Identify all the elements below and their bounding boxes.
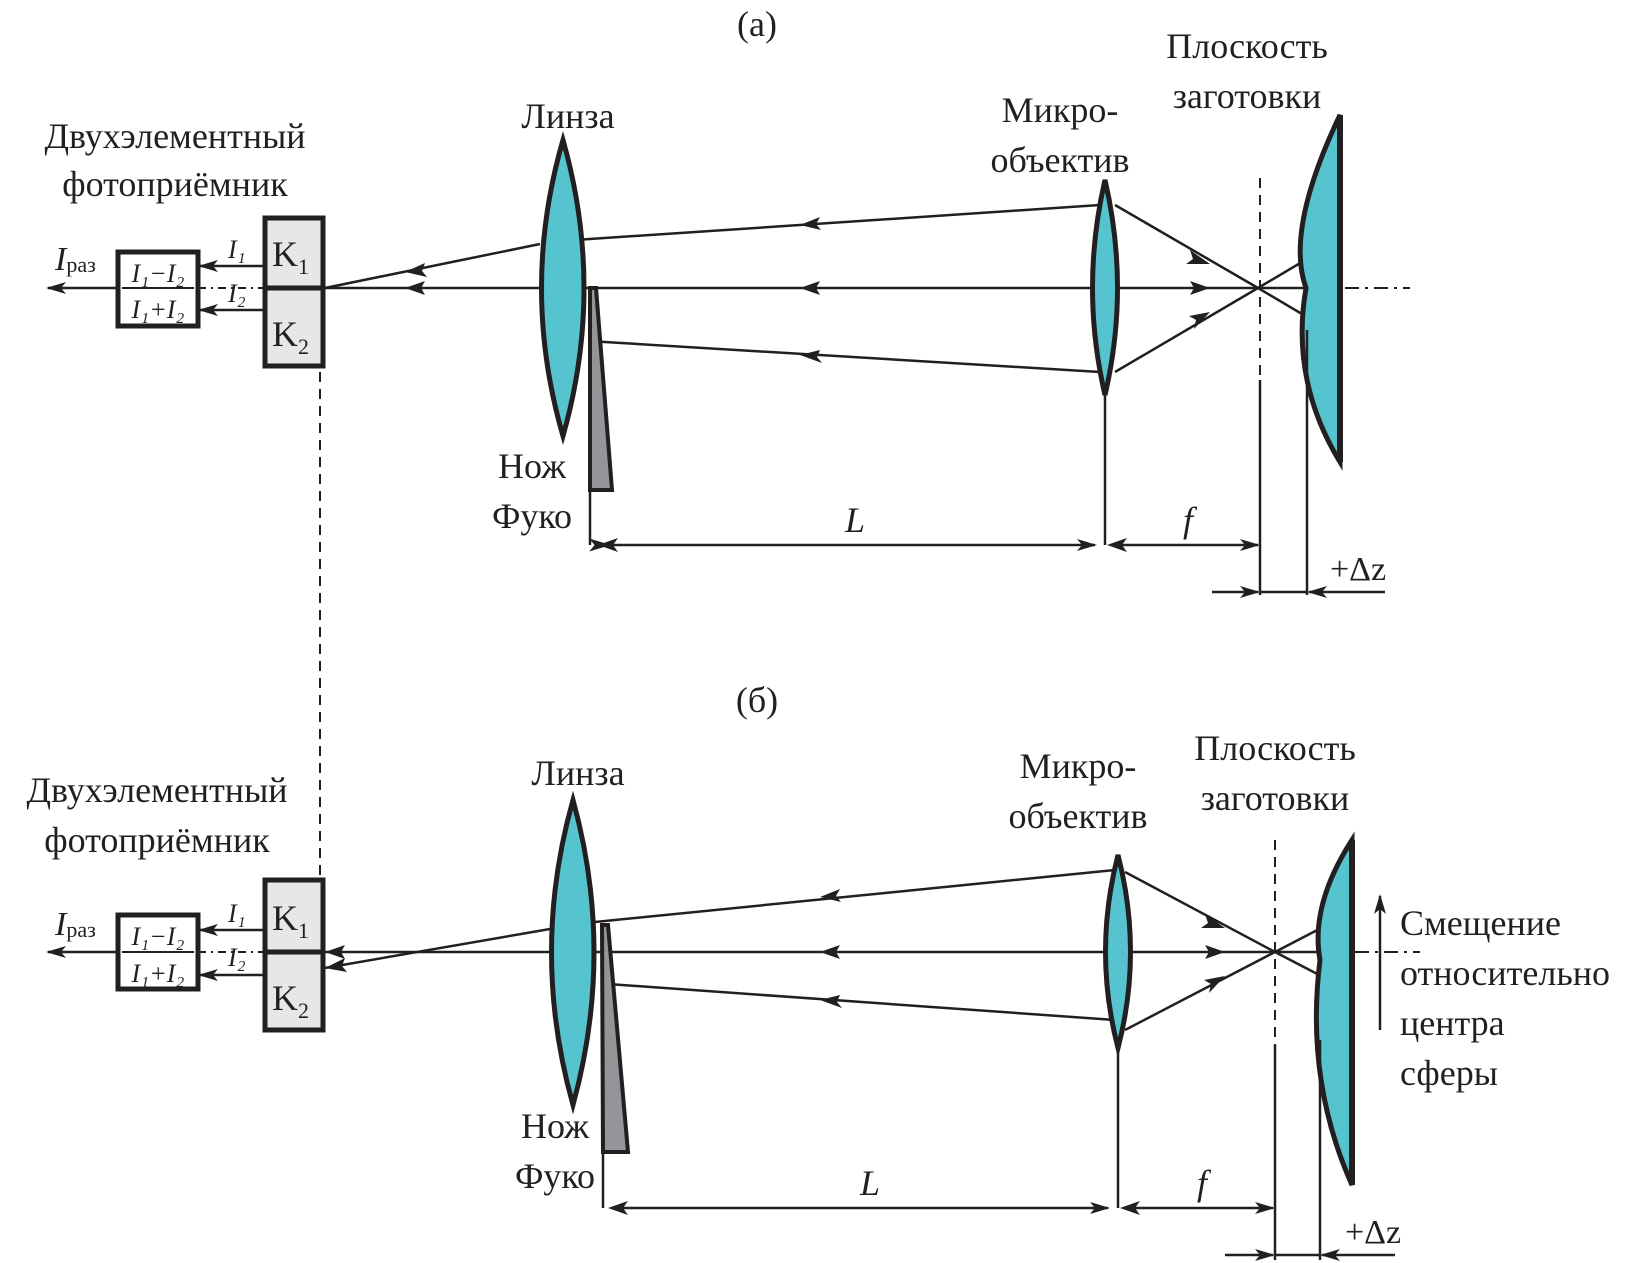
workpiece-label-line2: заготовки — [1201, 778, 1350, 818]
knife-label-line1: Нож — [498, 446, 567, 486]
formula-numerator: I₁−I₂ — [131, 922, 185, 951]
arrow-icon — [1186, 250, 1210, 264]
workpiece-spherical-surface — [1297, 113, 1343, 471]
signal-i1-label: I₁ — [227, 235, 246, 264]
ray-lower-return — [607, 982, 1116, 1022]
arrow-icon — [1190, 281, 1210, 295]
objective-label-line2: объектив — [990, 140, 1129, 180]
ray-focus-lower — [1124, 924, 1326, 1032]
dimension-dz-label: +Δz — [1345, 1214, 1401, 1251]
detector-label-line2: фотоприёмник — [62, 164, 288, 204]
displacement-label-line1: Смещение — [1400, 903, 1561, 943]
arrow-icon — [820, 995, 842, 1008]
detector-label-line1: Двухэлементный — [26, 770, 287, 810]
ray-lower-return — [587, 339, 1101, 374]
arrow-icon — [1204, 976, 1225, 993]
arrow-icon — [1201, 914, 1225, 928]
micro-objective-lens — [1090, 179, 1120, 396]
arrow-icon — [1189, 312, 1210, 329]
arrow-icon — [800, 217, 821, 230]
dimension-f-label: f — [1197, 1163, 1212, 1203]
detector-label-line2: фотоприёмник — [44, 820, 270, 860]
cell-k1-label: K1 — [272, 234, 309, 279]
dimension-f-label: f — [1183, 500, 1198, 540]
cell-k2-label: K2 — [272, 314, 309, 359]
knife-label-line2: Фуко — [492, 496, 572, 536]
objective-label-line1: Микро- — [1002, 90, 1119, 130]
arrow-icon — [820, 945, 840, 959]
arrow-icon — [800, 350, 822, 363]
ray-upper-return — [584, 868, 1116, 925]
lens-label: Линза — [521, 96, 614, 136]
foucault-knife — [588, 286, 615, 492]
output-label: Iраз — [54, 241, 96, 278]
lens-label: Линза — [531, 753, 624, 793]
arrow-icon — [800, 281, 820, 295]
formula-numerator: I₁−I₂ — [131, 259, 185, 288]
displacement-label-line2: относительно — [1400, 953, 1610, 993]
dimension-L-label: L — [859, 1163, 880, 1203]
cell-k2-label: K2 — [272, 978, 309, 1023]
main-lens — [549, 790, 597, 1115]
ray-focus-upper — [1124, 870, 1326, 980]
detector-cell-k1 — [262, 877, 326, 955]
workpiece-label-line1: Плоскость — [1194, 728, 1356, 768]
workpiece-label-line2: заготовки — [1173, 76, 1322, 116]
objective-label-line1: Микро- — [1020, 746, 1137, 786]
arrow-icon — [325, 945, 345, 959]
objective-label-line2: объектив — [1008, 796, 1147, 836]
signal-i1-label: I₁ — [227, 899, 246, 928]
workpiece-label-line1: Плоскость — [1166, 26, 1328, 66]
arrow-icon — [598, 538, 618, 552]
arrow-icon — [1205, 945, 1225, 959]
knife-label-line2: Фуко — [515, 1156, 595, 1196]
detector-cell-k2 — [262, 285, 326, 369]
arrow-icon — [820, 889, 841, 902]
panel-caption: (б) — [736, 680, 778, 720]
ray-lens-to-detector — [324, 927, 551, 970]
arrow-icon — [1107, 538, 1127, 552]
displacement-label-line4: сферы — [1400, 1053, 1498, 1093]
foucault-knife — [599, 923, 631, 1154]
displacement-label-line3: центра — [1400, 1003, 1505, 1043]
panel-b: (б) Двухэлементный фотоприёмник Линза Ми… — [26, 680, 1610, 1261]
ray-upper-return — [574, 203, 1101, 242]
panel-caption: (а) — [737, 4, 777, 44]
ray-focus-upper — [1114, 203, 1308, 319]
signal-i2-label: I₂ — [227, 279, 246, 308]
detector-cell-k2 — [262, 949, 326, 1033]
signal-i2-label: I₂ — [227, 943, 246, 972]
arrow-icon — [325, 958, 347, 972]
ray-lens-to-detector — [324, 242, 541, 290]
arrow-icon — [608, 1201, 628, 1215]
arrow-icon — [405, 281, 425, 295]
arrow-icon — [1120, 1201, 1140, 1215]
detector-label-line1: Двухэлементный — [44, 116, 305, 156]
panel-a: (а) Двухэлементный фотоприёмник Линза Ми… — [44, 4, 1410, 598]
ray-focus-lower — [1114, 257, 1308, 374]
formula-denominator: I₁+I₂ — [131, 295, 185, 324]
arrow-icon — [405, 263, 427, 277]
formula-denominator: I₁+I₂ — [131, 959, 185, 988]
dimension-L-label: L — [844, 500, 865, 540]
dimension-dz-label: +Δz — [1330, 551, 1386, 588]
output-label: Iраз — [54, 906, 96, 943]
main-lens — [539, 130, 587, 446]
knife-label-line1: Нож — [521, 1106, 590, 1146]
micro-objective-lens — [1103, 854, 1133, 1058]
workpiece-spherical-surface — [1313, 831, 1355, 1187]
cell-k1-label: K1 — [272, 898, 309, 943]
